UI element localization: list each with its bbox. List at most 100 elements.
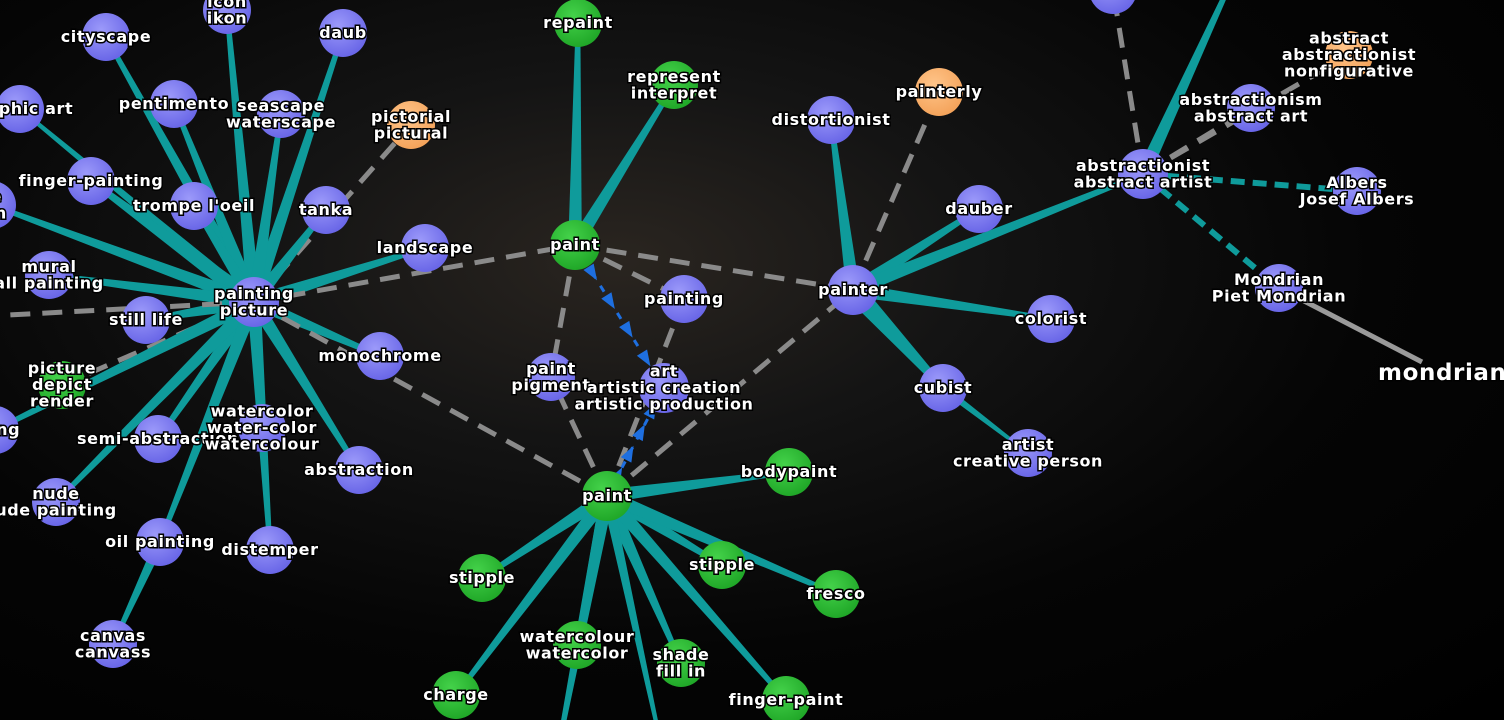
node-painting-n2[interactable] <box>660 275 708 323</box>
node-label-finger-painting[interactable]: finger-painting <box>17 170 164 192</box>
node-finger-paint[interactable] <box>762 676 810 720</box>
node-label-cubist[interactable]: cubist <box>912 377 973 399</box>
node-dauber[interactable] <box>955 185 1003 233</box>
node-label-distemper[interactable]: distemper <box>220 539 320 561</box>
node-label-fresco[interactable]: fresco <box>805 583 867 605</box>
node-shade[interactable] <box>657 639 705 687</box>
node-finger-painting[interactable] <box>67 157 115 205</box>
node-label-figure[interactable]: reion <box>0 185 8 224</box>
node-semi-abstraction[interactable] <box>134 415 182 463</box>
node-art[interactable] <box>639 363 689 413</box>
node-pentimento[interactable] <box>150 80 198 128</box>
node-label-distortionist[interactable]: distortionist <box>770 109 891 131</box>
node-label-graphic-art[interactable]: graphic art <box>0 98 74 120</box>
node-label-semi-abstraction[interactable]: semi-abstraction <box>76 428 240 450</box>
node-abstraction[interactable] <box>335 446 383 494</box>
node-label-stipple-1[interactable]: stipple <box>447 567 516 589</box>
node-label-oil-painting[interactable]: oil painting <box>104 531 216 553</box>
node-label-abstraction[interactable]: abstraction <box>303 459 415 481</box>
node-landscape[interactable] <box>401 224 449 272</box>
node-bodypaint[interactable] <box>765 448 813 496</box>
node-label-paint-v2[interactable]: paint <box>581 485 633 507</box>
node-label-daub[interactable]: daub <box>318 22 368 44</box>
node-graphic-art[interactable] <box>0 85 44 133</box>
node-charge[interactable] <box>432 671 480 719</box>
node-label-still-life[interactable]: still life <box>108 309 184 331</box>
node-seascape[interactable] <box>257 90 305 138</box>
node-label-pentimento[interactable]: pentimento <box>117 93 230 115</box>
node-abstractionism[interactable] <box>1227 84 1275 132</box>
node-paint-v2[interactable] <box>582 471 632 521</box>
node-surrealism[interactable] <box>1089 0 1137 14</box>
node-paint-pigment[interactable] <box>527 353 575 401</box>
node-cubist[interactable] <box>919 364 967 412</box>
node-oil-painting[interactable] <box>136 518 184 566</box>
node-artist[interactable] <box>1004 429 1052 477</box>
focus-word-label[interactable]: mondrian <box>1377 359 1504 388</box>
node-label-painting-n2[interactable]: painting <box>643 288 725 310</box>
node-daub[interactable] <box>319 9 367 57</box>
node-distortionist[interactable] <box>807 96 855 144</box>
node-label-monochrome[interactable]: monochrome <box>317 345 443 367</box>
node-label-cityscape[interactable]: cityscape <box>59 26 152 48</box>
node-painterly[interactable] <box>915 68 963 116</box>
node-label-bodypaint[interactable]: bodypaint <box>739 461 838 483</box>
node-label-charge[interactable]: charge <box>422 684 490 706</box>
node-stipple-1[interactable] <box>458 554 506 602</box>
node-label-repaint[interactable]: repaint <box>542 12 614 34</box>
node-monochrome[interactable] <box>356 332 404 380</box>
node-canvas[interactable] <box>89 620 137 668</box>
node-mural[interactable] <box>25 251 73 299</box>
node-paint-v1[interactable] <box>550 220 600 270</box>
node-fresco[interactable] <box>812 570 860 618</box>
node-distemper[interactable] <box>246 526 294 574</box>
node-watercolor-n[interactable] <box>238 404 286 452</box>
node-label-dauber[interactable]: dauber <box>944 198 1014 220</box>
node-watercolour-v[interactable] <box>553 621 601 669</box>
node-tanka[interactable] <box>302 186 350 234</box>
node-nude[interactable] <box>32 478 80 526</box>
node-label-landscape[interactable]: landscape <box>375 237 474 259</box>
node-painting-picture[interactable] <box>229 277 279 327</box>
node-abstractionist[interactable] <box>1118 149 1168 199</box>
node-cityscape[interactable] <box>82 13 130 61</box>
node-label-tanka[interactable]: tanka <box>297 199 354 221</box>
node-abstract-adj[interactable] <box>1325 31 1373 79</box>
node-label-colorist[interactable]: colorist <box>1013 308 1088 330</box>
node-label-painter[interactable]: painter <box>817 279 889 301</box>
node-stipple-2[interactable] <box>698 541 746 589</box>
node-label-finger-paint[interactable]: finger-paint <box>727 689 844 711</box>
node-label-paint-v1[interactable]: paint <box>549 234 601 256</box>
node-painter[interactable] <box>828 265 878 315</box>
node-label-trompe[interactable]: trompe l'oeil <box>131 195 255 217</box>
node-picture-v[interactable] <box>38 361 86 409</box>
node-mondrian[interactable] <box>1255 264 1303 312</box>
node-label-painting-edge[interactable]: nting <box>0 419 21 441</box>
node-label-painterly[interactable]: painterly <box>894 81 983 103</box>
node-painting-edge[interactable] <box>0 406 19 454</box>
node-repaint[interactable] <box>554 0 602 47</box>
node-colorist[interactable] <box>1027 295 1075 343</box>
node-figure[interactable] <box>0 181 16 229</box>
